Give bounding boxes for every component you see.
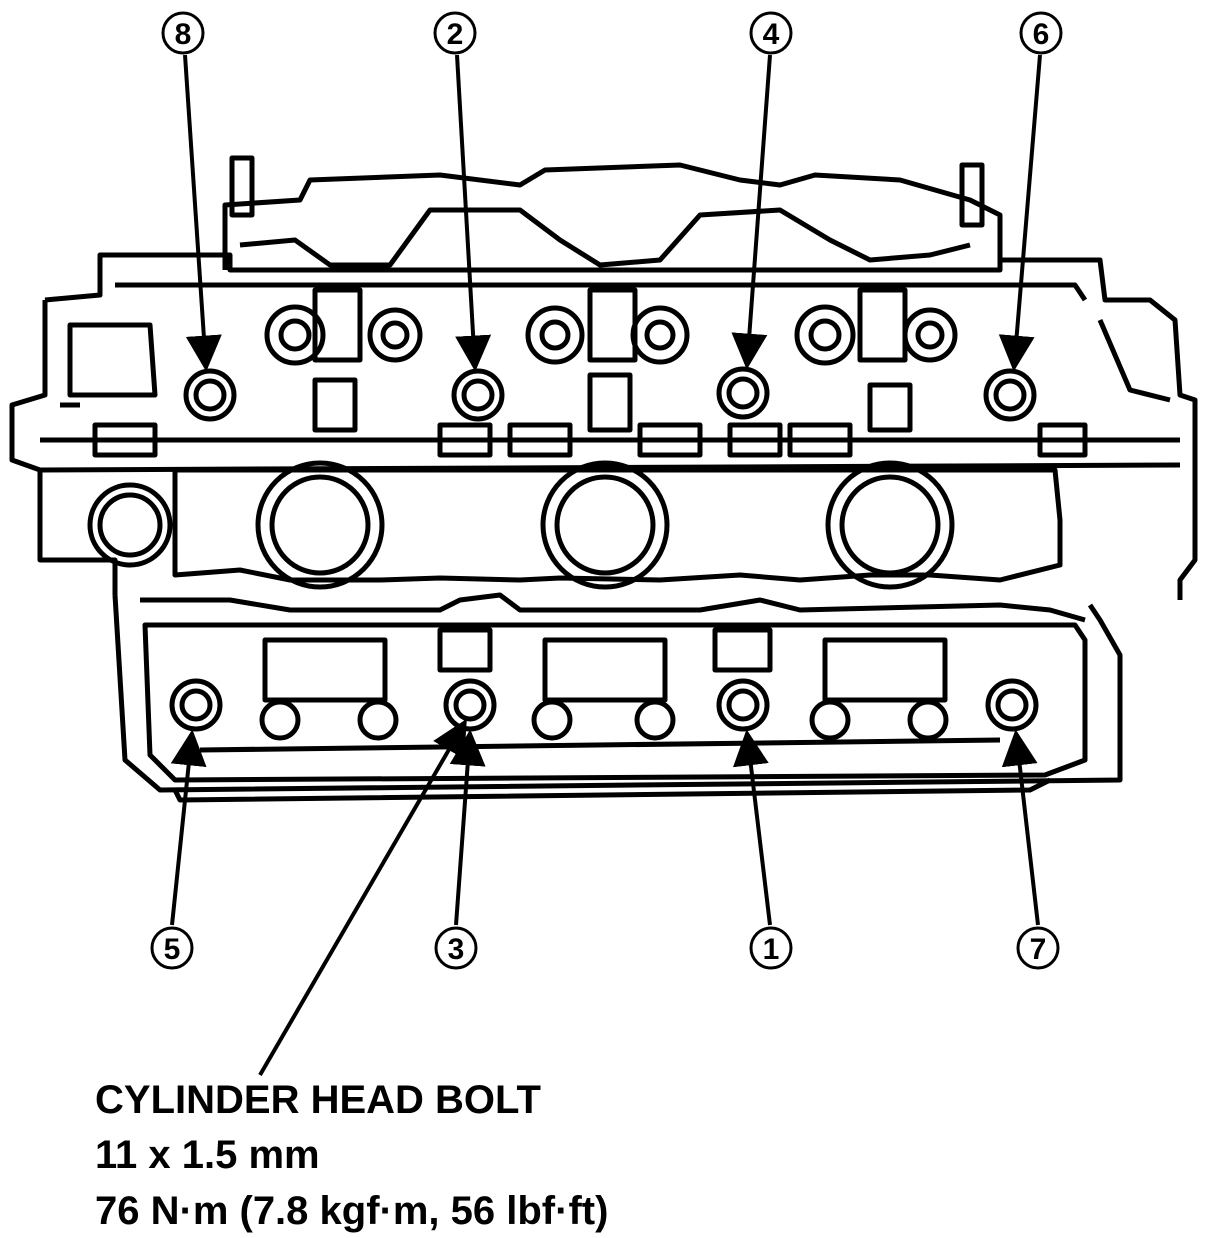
callout-4: 4 [749,11,793,55]
arrow-5 [170,729,207,926]
svg-text:4: 4 [763,18,780,51]
bolt-heads [169,366,1039,732]
svg-text:5: 5 [164,933,181,966]
svg-text:2: 2 [447,18,464,51]
arrow-3 [449,729,486,926]
callout-7: 7 [1016,926,1060,970]
callout-1: 1 [749,926,793,970]
label-title: CYLINDER HEAD BOLT [95,1078,541,1122]
bolt-3 [443,678,497,732]
label-torque: 76 N·m (7.8 kgf·m, 56 lbf·ft) [95,1189,608,1233]
arrow-2 [455,54,492,372]
callout-5: 5 [150,926,194,970]
arrow-1 [732,729,772,926]
svg-text:3: 3 [448,933,465,966]
bolt-7 [985,678,1039,732]
svg-text:1: 1 [763,933,780,966]
callouts: 8 2 4 6 5 3 1 7 [150,11,1063,970]
bolt-5 [169,678,223,732]
label-size: 11 x 1.5 mm [95,1133,320,1177]
arrow-8 [183,54,222,372]
svg-text:7: 7 [1030,933,1047,966]
arrow-7 [1001,729,1040,926]
svg-text:6: 6 [1033,18,1050,51]
callout-3: 3 [434,926,478,970]
bolt-1 [716,678,770,732]
bolt-spec-label: CYLINDER HEAD BOLT 11 x 1.5 mm 76 N·m (7… [95,1078,608,1233]
bolt-8 [183,368,237,422]
bolt-6 [983,368,1037,422]
arrow-4 [731,54,772,370]
callout-6: 6 [1019,11,1063,55]
arrow-6 [998,54,1042,372]
cylinder-head-outline [9,155,1198,803]
label-leader-arrow [258,718,467,1077]
bolt-2 [451,368,505,422]
leader-arrows [170,54,1042,1077]
svg-text:8: 8 [175,18,192,51]
bolt-4 [716,366,770,420]
callout-8: 8 [161,11,205,55]
callout-2: 2 [433,11,477,55]
